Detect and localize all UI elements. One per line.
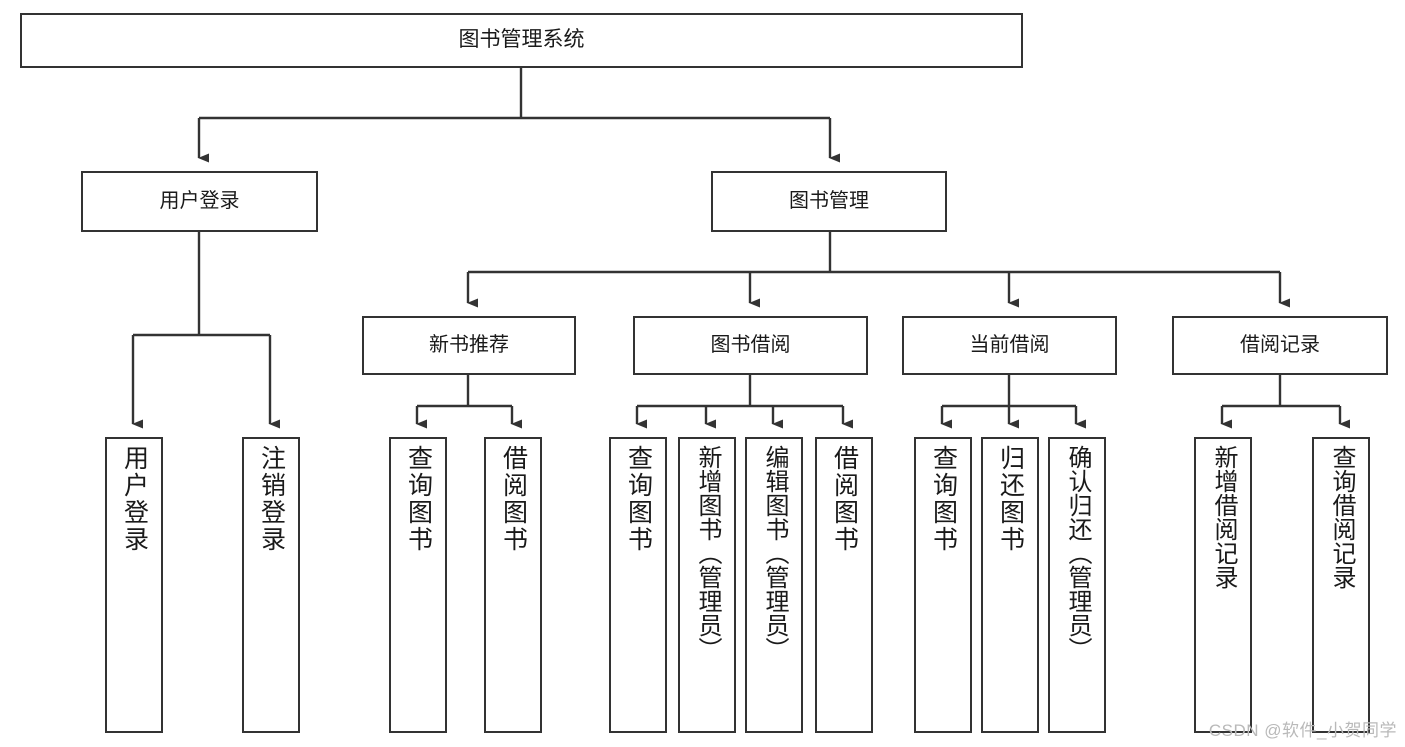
node-label: 查询图书 [404,445,433,553]
node-label: 借阅图书 [499,445,528,553]
node-leaf-confirm-return-admin[interactable]: 确认归还（管理员） [1048,437,1106,733]
node-leaf-borrow-book-borrow[interactable]: 借阅图书 [815,437,873,733]
node-leaf-add-borrow-record[interactable]: 新增借阅记录 [1194,437,1252,733]
node-label: 图书借阅 [710,333,791,356]
node-label: 用户登录 [159,189,240,212]
node-leaf-borrow-book-recommend[interactable]: 借阅图书 [484,437,542,733]
node-leaf-logout-login[interactable]: 注销登录 [242,437,300,733]
node-leaf-edit-book-admin[interactable]: 编辑图书（管理员） [745,437,803,733]
csdn-watermark: CSDN @软件_小贺同学 [1208,721,1397,740]
node-label: 图书管理 [789,189,869,212]
node-label: 借阅图书 [830,445,859,553]
node-book-manage[interactable]: 图书管理 [711,171,947,232]
node-label: 编辑图书（管理员） [761,445,788,661]
node-label: 注销登录 [257,445,286,553]
node-leaf-user-login[interactable]: 用户登录 [105,437,163,733]
node-leaf-add-book-admin[interactable]: 新增图书（管理员） [678,437,736,733]
node-leaf-return-book[interactable]: 归还图书 [981,437,1039,733]
node-label: 查询借阅记录 [1328,445,1355,589]
node-book-management-system[interactable]: 图书管理系统 [20,13,1023,68]
node-new-book-recommend[interactable]: 新书推荐 [362,316,576,375]
node-label: 新增图书（管理员） [694,445,721,661]
node-label: 查询图书 [929,445,958,553]
node-label: 新增借阅记录 [1210,445,1237,589]
node-borrow-record[interactable]: 借阅记录 [1172,316,1388,375]
node-label: 确认归还（管理员） [1064,445,1091,661]
node-leaf-query-book-borrow[interactable]: 查询图书 [609,437,667,733]
node-label: 图书管理系统 [458,28,585,52]
node-leaf-query-borrow-record[interactable]: 查询借阅记录 [1312,437,1370,733]
node-leaf-query-book-current[interactable]: 查询图书 [914,437,972,733]
node-user-login[interactable]: 用户登录 [81,171,318,232]
node-label: 用户登录 [120,445,149,553]
node-label: 查询图书 [624,445,653,553]
node-leaf-query-book-recommend[interactable]: 查询图书 [389,437,447,733]
node-label: 归还图书 [996,445,1025,553]
node-book-borrow[interactable]: 图书借阅 [633,316,868,375]
node-label: 新书推荐 [429,333,509,356]
node-current-borrow[interactable]: 当前借阅 [902,316,1117,375]
node-label: 借阅记录 [1240,333,1320,356]
node-label: 当前借阅 [969,333,1050,356]
